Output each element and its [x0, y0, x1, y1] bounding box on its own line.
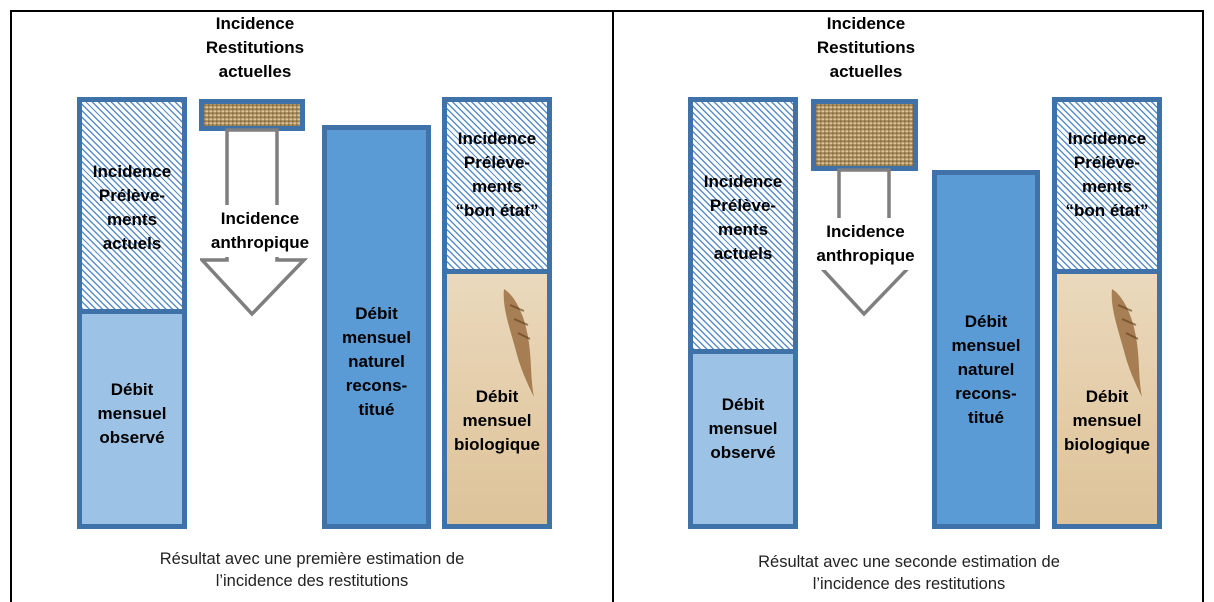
left-prelevements-box — [77, 97, 187, 314]
left-biologique-box — [442, 269, 552, 529]
left-naturel-box — [322, 125, 431, 529]
right-restitutions-box — [811, 99, 918, 171]
right-biologique-box — [1052, 269, 1162, 529]
right-observe-box — [688, 349, 798, 529]
left-caption: Résultat avec une première estimation de… — [159, 550, 465, 590]
left-restitutions-box — [199, 99, 305, 131]
right-fish-icon — [1111, 289, 1142, 397]
right-bon-etat-box — [1052, 97, 1162, 274]
left-fish-icon — [503, 289, 534, 397]
right-naturel-box — [932, 170, 1040, 529]
right-prelevements-box — [688, 97, 798, 354]
left-observe-box — [77, 309, 187, 529]
